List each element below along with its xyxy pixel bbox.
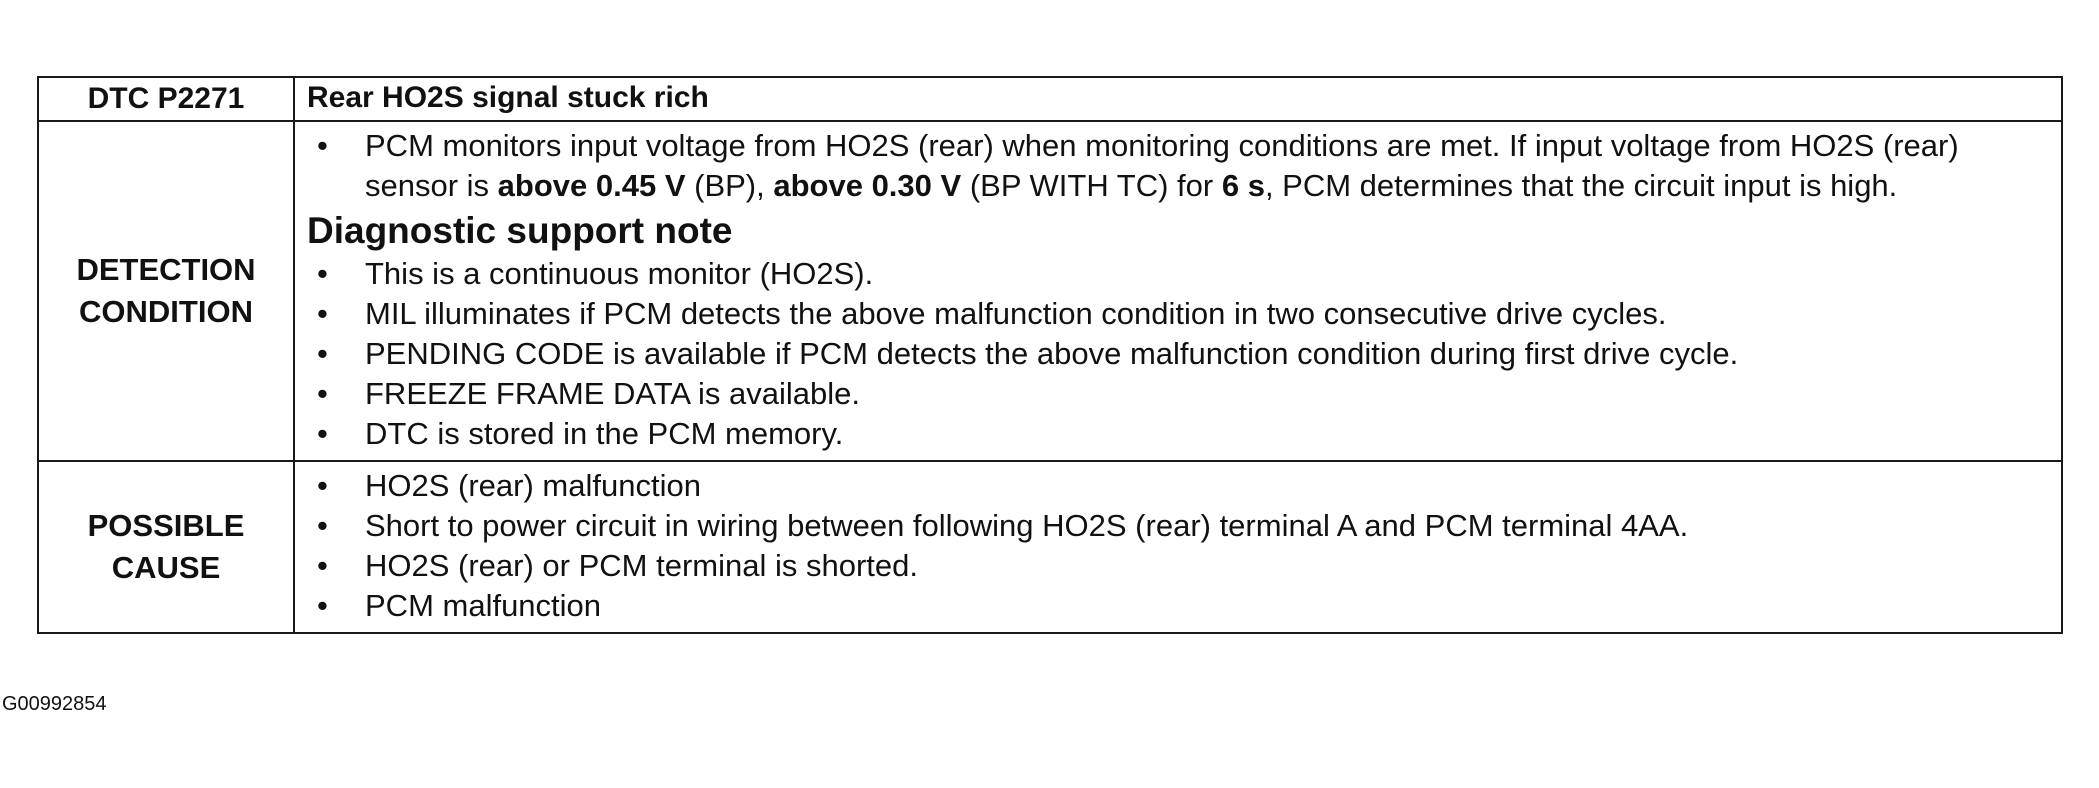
detection-condition-content: PCM monitors input voltage from HO2S (re… xyxy=(293,120,2063,462)
detection-condition-label: DETECTION CONDITION xyxy=(37,120,295,462)
detection-label-line1: DETECTION xyxy=(76,252,256,287)
intro-bold-time: 6 s xyxy=(1221,168,1265,203)
intro-bold-voltage-tc: above 0.30 V xyxy=(773,168,962,203)
list-item: PCM malfunction xyxy=(307,586,2049,626)
list-item: MIL illuminates if PCM detects the above… xyxy=(307,294,2049,334)
detection-label-line2: CONDITION xyxy=(79,294,253,329)
detection-intro-item: PCM monitors input voltage from HO2S (re… xyxy=(307,126,2049,206)
diagnostic-notes-list: This is a continuous monitor (HO2S). MIL… xyxy=(307,254,2049,454)
figure-id: G00992854 xyxy=(2,693,107,715)
dtc-code: DTC P2271 xyxy=(37,76,295,122)
dtc-description: Rear HO2S signal stuck rich xyxy=(293,76,2063,122)
possible-cause-content: HO2S (rear) malfunction Short to power c… xyxy=(293,460,2063,634)
intro-text-1: PCM monitors input voltage from HO2S (re… xyxy=(365,128,1959,203)
list-item: HO2S (rear) malfunction xyxy=(307,466,2049,506)
list-item: DTC is stored in the PCM memory. xyxy=(307,414,2049,454)
possible-cause-row: POSSIBLE CAUSE HO2S (rear) malfunction S… xyxy=(37,460,2063,634)
intro-text-2: (BP), xyxy=(685,168,774,203)
intro-bold-voltage-bp: above 0.45 V xyxy=(497,168,686,203)
possible-cause-list: HO2S (rear) malfunction Short to power c… xyxy=(307,466,2049,626)
intro-text-4: , PCM determines that the circuit input … xyxy=(1264,168,1898,203)
list-item: Short to power circuit in wiring between… xyxy=(307,506,2049,546)
header-row: DTC P2271 Rear HO2S signal stuck rich xyxy=(37,76,2063,122)
cause-label-line2: CAUSE xyxy=(111,550,221,585)
detection-condition-row: DETECTION CONDITION PCM monitors input v… xyxy=(37,120,2063,462)
list-item: This is a continuous monitor (HO2S). xyxy=(307,254,2049,294)
list-item: FREEZE FRAME DATA is available. xyxy=(307,374,2049,414)
list-item: HO2S (rear) or PCM terminal is shorted. xyxy=(307,546,2049,586)
list-item: PENDING CODE is available if PCM detects… xyxy=(307,334,2049,374)
detection-intro-list: PCM monitors input voltage from HO2S (re… xyxy=(307,126,2049,206)
possible-cause-label: POSSIBLE CAUSE xyxy=(37,460,295,634)
cause-label-line1: POSSIBLE xyxy=(87,508,245,543)
intro-text-3: (BP WITH TC) for xyxy=(961,168,1222,203)
diagnostic-support-heading: Diagnostic support note xyxy=(307,210,733,251)
dtc-table: DTC P2271 Rear HO2S signal stuck rich DE… xyxy=(37,76,2063,634)
